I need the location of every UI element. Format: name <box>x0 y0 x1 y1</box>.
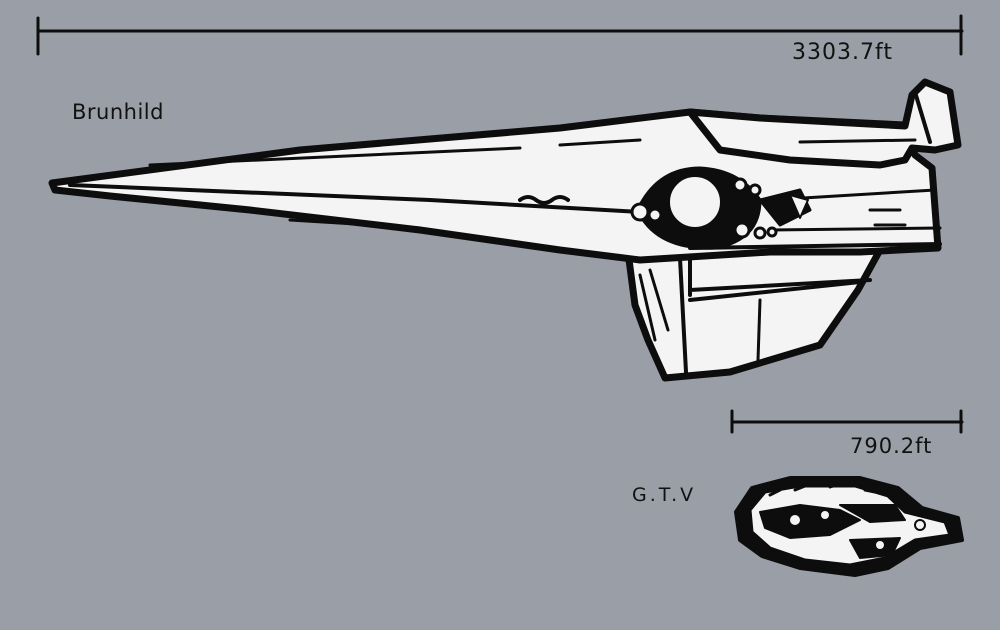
scale-bar-gtv <box>730 409 964 434</box>
brunhild-tower <box>686 78 962 169</box>
reactor-dome <box>666 173 724 231</box>
ship-gtv <box>734 476 964 577</box>
brunhild-length-label: 3303.7ft <box>792 40 893 65</box>
gtv-length-label: 790.2ft <box>850 434 933 458</box>
gtv-name-label: G.T.V <box>632 484 697 506</box>
brunhild-lower-hull <box>624 246 884 382</box>
brunhild-name-label: Brunhild <box>72 100 164 124</box>
scale-bar-brunhild <box>36 14 964 56</box>
ship-brunhild <box>48 78 962 382</box>
